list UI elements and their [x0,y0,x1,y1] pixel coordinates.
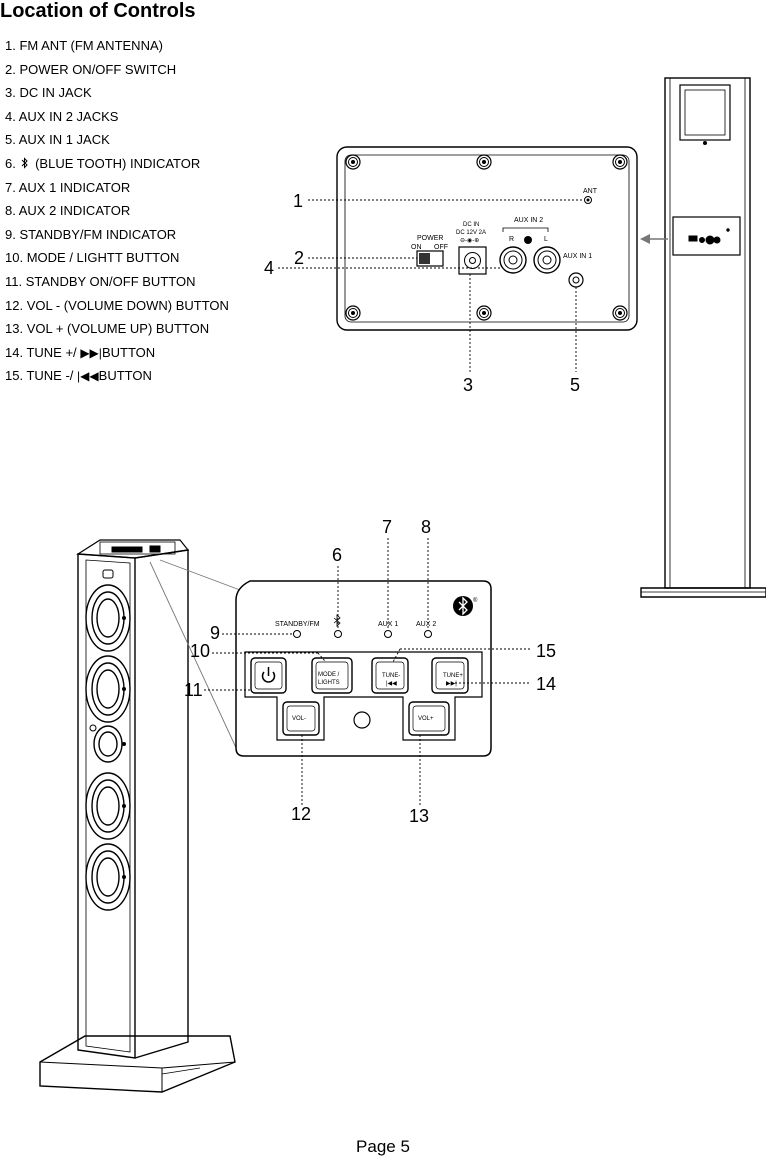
callout-10: 10 [190,641,210,661]
svg-text:MODE /: MODE / [318,672,340,678]
svg-text:ON: ON [411,244,422,251]
aux-in-1-label: AUX IN 1 [563,253,592,260]
rear-panel: ANT DC IN DC 12V 2A ⊖-◉-⊕ AUX IN 2 R L A… [264,146,638,395]
page-title: Location of Controls [0,0,196,22]
list-item: 13. VOL + (VOLUME UP) BUTTON [5,321,210,337]
svg-text:VOL+: VOL+ [418,716,434,722]
bluetooth-indicator [334,630,342,638]
dc-in-label: DC IN [463,222,479,228]
bluetooth-logo-icon [453,596,473,616]
list-item: 10. MODE / LIGHTT BUTTON [5,250,180,266]
bluetooth-icon [19,153,31,177]
svg-text:L: L [544,236,548,243]
aux-in-2-left-jack[interactable] [533,246,561,274]
list-item: 4. AUX IN 2 JACKS [5,108,119,124]
list-item: 12. VOL - (VOLUME DOWN) BUTTON [5,297,229,313]
callout-14: 14 [536,674,556,694]
tune-plus-button[interactable]: TUNE+ ▶▶| [431,657,469,694]
ir-sensor [353,711,371,729]
power-icon [261,667,276,683]
ant-label: ANT [583,188,598,195]
aux-2-label: AUX 2 [416,621,436,628]
vol-plus-button[interactable]: VOL+ [408,701,450,736]
aux-2-indicator [424,630,432,638]
list-item: 11. STANDBY ON/OFF BUTTON [5,273,196,289]
page-number: Page 5 [356,1137,410,1156]
list-item: 5. AUX IN 1 JACK [5,132,110,148]
callout-15: 15 [536,641,556,661]
tower-front-view [39,539,236,1093]
callout-3: 3 [463,375,473,395]
mode-lights-button[interactable]: MODE / LIGHTS [311,657,353,694]
top-control-panel: ® STANDBY/FM AUX 1 AUX 2 MODE / LIGHTS [184,517,556,826]
prev-track-icon: |◀◀ [386,681,397,687]
aux-in-2-label: AUX IN 2 [514,217,543,224]
list-item: 14. TUNE +/ ▶▶| BUTTON [5,341,229,365]
power-switch[interactable] [416,250,444,267]
svg-text:TUNE-: TUNE- [382,673,400,679]
tune-minus-button[interactable]: TUNE- |◀◀ [371,657,409,694]
controls-list: 1. FM ANT (FM ANTENNA) 2. POWER ON/OFF S… [5,34,229,388]
aux-in-2-right-jack[interactable] [499,246,527,274]
svg-text:®: ® [473,597,478,604]
list-item: 8. AUX 2 INDICATOR [5,203,131,219]
svg-text:LIGHTS: LIGHTS [318,680,340,686]
list-item: 3. DC IN JACK [5,85,92,101]
aux-1-label: AUX 1 [378,621,398,628]
list-item: 1. FM ANT (FM ANTENNA) [5,38,163,53]
list-item: 7. AUX 1 INDICATOR [5,179,131,195]
callout-6: 6 [332,545,342,565]
svg-text:R: R [509,236,514,243]
callout-12: 12 [291,804,311,824]
list-item: 9. STANDBY/FM INDICATOR [5,226,177,242]
standby-fm-label: STANDBY/FM [275,621,320,628]
list-item: 6. (BLUE TOOTH) INDICATOR [5,152,229,176]
standby-power-button[interactable] [250,657,287,694]
callout-9: 9 [210,623,220,643]
callout-13: 13 [409,806,429,826]
bluetooth-icon [333,614,341,627]
power-label: POWER [417,235,443,242]
next-track-icon: ▶▶| [80,345,102,360]
svg-text:TUNE+: TUNE+ [443,673,463,679]
svg-text:VOL-: VOL- [292,716,306,722]
aux-1-indicator [384,630,392,638]
tower-back-view [640,77,766,598]
callout-11: 11 [184,680,203,700]
prev-track-icon: |◀◀ [77,369,99,384]
callout-1: 1 [293,191,303,211]
callout-7: 7 [382,517,392,537]
svg-text:OFF: OFF [434,244,448,251]
standby-fm-indicator [293,630,301,638]
aux-in-1-jack[interactable] [568,272,584,288]
callout-4: 4 [264,258,274,278]
vol-minus-button[interactable]: VOL- [282,701,320,736]
dc-spec-label: DC 12V 2A [456,230,486,236]
svg-text:⊖-◉-⊕: ⊖-◉-⊕ [460,238,479,244]
callout-2: 2 [294,248,304,268]
callout-8: 8 [421,517,431,537]
list-item: 2. POWER ON/OFF SWITCH [5,61,177,77]
dc-in-jack[interactable] [458,246,487,275]
list-item: 15. TUNE -/ |◀◀ BUTTON [5,364,229,388]
next-track-icon: ▶▶| [446,681,457,687]
callout-5: 5 [570,375,580,395]
